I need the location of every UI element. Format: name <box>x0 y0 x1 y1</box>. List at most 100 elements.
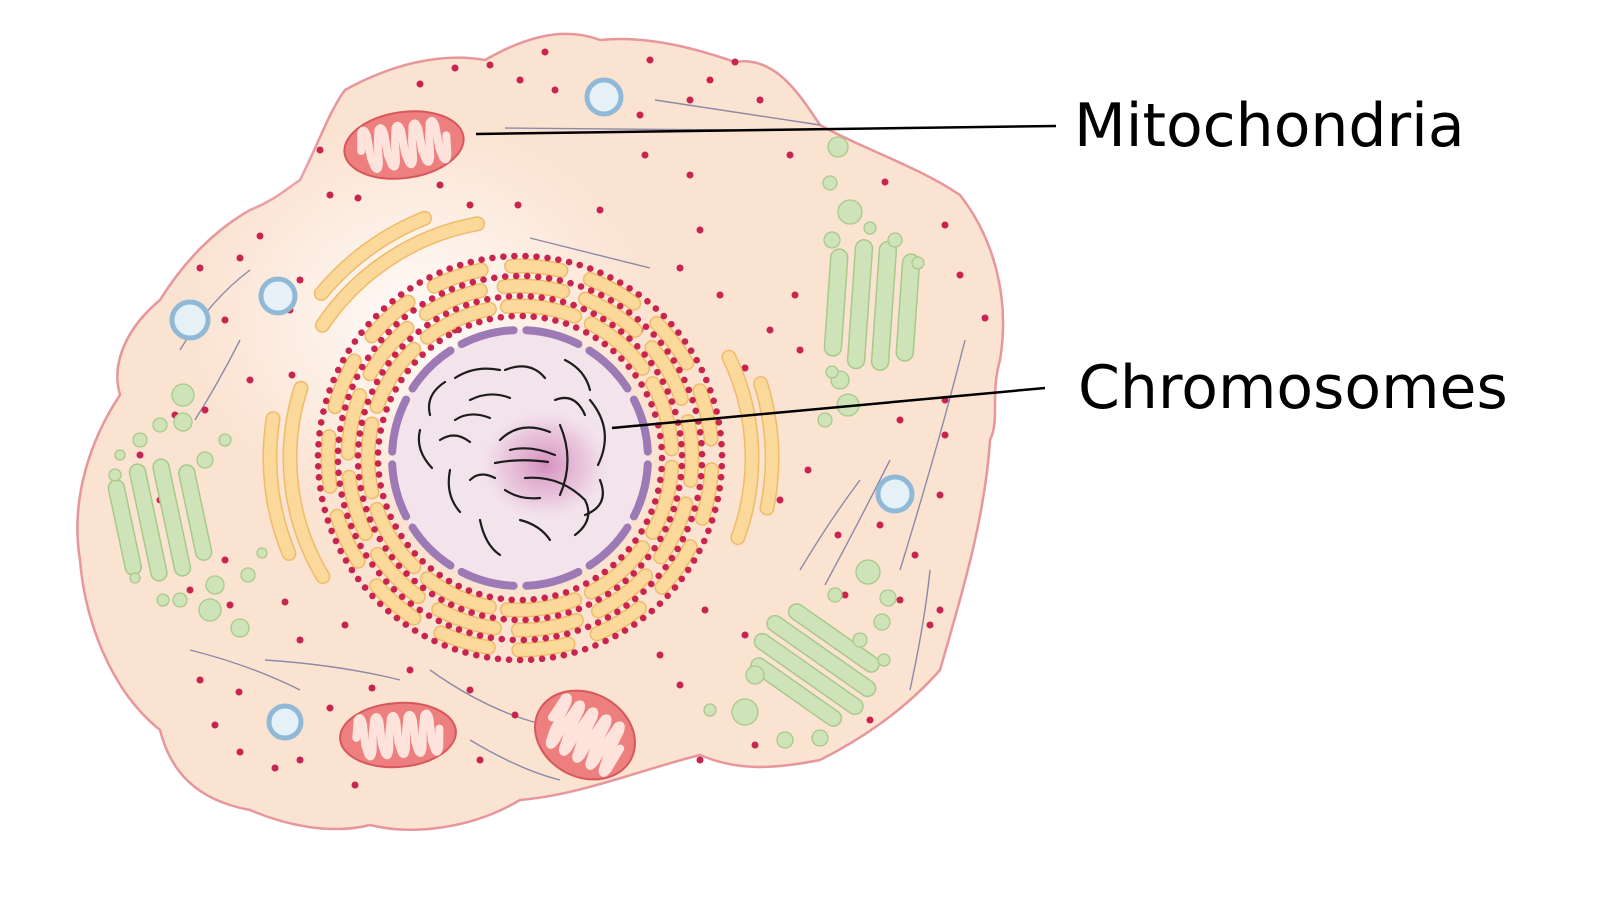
nuclear-envelope-segment <box>388 395 411 456</box>
er-ribosome <box>379 492 387 500</box>
er-ribosome <box>527 656 535 663</box>
er-ribosome <box>452 305 460 313</box>
er-ribosome <box>424 321 431 329</box>
golgi-cisterna <box>846 239 874 370</box>
golgi-vesicle <box>825 365 839 379</box>
er-ribosome <box>330 376 337 384</box>
er-ribosome <box>644 553 652 561</box>
er-ribosome <box>594 619 602 626</box>
er-ribosome <box>438 596 445 603</box>
er-ribosome <box>387 395 395 403</box>
nucleolus <box>475 405 615 525</box>
er-ribosome <box>570 301 577 309</box>
golgi-vesicle <box>205 575 225 595</box>
golgi-vesicle <box>114 449 126 461</box>
er-ribosome <box>393 614 401 622</box>
er-ribosome <box>419 558 426 565</box>
mitochondrion-cristae <box>357 117 452 173</box>
er-ribosome <box>643 518 651 525</box>
ribosome <box>368 684 376 692</box>
er-ribosome <box>398 593 406 600</box>
er-ribosome <box>362 552 370 559</box>
ribosome <box>196 676 204 684</box>
er-ribosome <box>571 649 578 656</box>
er-ribosome <box>402 621 410 628</box>
ribosome <box>296 756 304 764</box>
ribosome <box>326 191 334 199</box>
er-ribosome <box>565 258 573 266</box>
mitochondrion-cristae <box>352 709 444 761</box>
er-ribosome <box>643 391 651 398</box>
er-ribosome <box>410 307 417 314</box>
er-ribosome <box>531 636 539 643</box>
er-ribosome <box>696 483 703 491</box>
er-ribosome <box>668 554 676 562</box>
er-ribosome <box>678 440 685 448</box>
er-ribosome <box>328 527 335 535</box>
er-ribosome <box>717 429 724 437</box>
ribosome <box>731 58 739 66</box>
golgi-cisterna <box>753 632 864 716</box>
er-ribosome <box>484 296 491 303</box>
er-ribosome <box>635 291 642 298</box>
er-ribosome <box>436 337 444 345</box>
er-ribosome <box>369 592 376 600</box>
er-ribosome <box>700 537 708 545</box>
er-ribosome <box>419 584 427 592</box>
golgi-vesicle <box>887 232 903 248</box>
nuclear-envelope-segment <box>629 460 652 521</box>
golgi-cisterna <box>766 614 877 698</box>
er-ribosome <box>436 571 444 579</box>
ribosome <box>741 631 749 639</box>
golgi-vesicle <box>196 451 214 469</box>
er-ribosome <box>326 387 333 394</box>
er-ribosome <box>523 272 531 280</box>
ribosome <box>696 756 704 764</box>
golgi-vesicle <box>240 567 256 583</box>
er-ribosome <box>687 347 695 355</box>
golgi-vesicle <box>218 433 232 447</box>
er-ribosome <box>552 592 559 599</box>
golgi-cisterna <box>750 657 843 727</box>
er-ribosome <box>678 462 686 470</box>
ribosome <box>646 56 654 64</box>
er-ribosome <box>427 565 435 572</box>
er-ribosome <box>655 572 662 580</box>
golgi-vesicle <box>776 731 794 749</box>
er-ribosome <box>480 276 487 284</box>
er-ribosome <box>385 328 393 336</box>
ribosome <box>841 591 849 599</box>
er-ribosome <box>553 633 560 640</box>
ribosome <box>791 291 799 299</box>
er-ribosome <box>601 568 609 576</box>
er-ribosome <box>519 312 527 320</box>
er-ribosome <box>335 469 342 477</box>
golgi-vesicle <box>811 729 829 747</box>
er-ribosome <box>618 554 625 561</box>
golgi-cisterna <box>895 253 921 362</box>
er-ribosome <box>626 335 633 342</box>
nuclear-envelope-segment <box>522 326 583 349</box>
chromosomes-leader-line <box>611 386 1046 430</box>
ribosome <box>911 551 919 559</box>
er-ribosome <box>385 607 392 615</box>
er-ribosome <box>708 517 716 524</box>
er-ribosome <box>705 527 712 535</box>
er-cisterna <box>370 579 420 625</box>
er-ribosome <box>660 312 668 320</box>
er-ribosome <box>602 637 609 645</box>
ribosome <box>451 64 459 72</box>
er-ribosome <box>357 542 364 550</box>
er-ribosome <box>369 561 376 568</box>
er-ribosome <box>534 273 542 281</box>
er-ribosome <box>632 537 639 544</box>
er-cisterna <box>655 540 697 594</box>
er-ribosome <box>610 561 617 569</box>
er-ribosome <box>576 261 583 269</box>
ribosome <box>741 364 749 372</box>
er-ribosome <box>364 398 372 406</box>
er-ribosome <box>467 258 475 266</box>
er-cisterna <box>693 384 718 445</box>
ribosome <box>896 416 904 424</box>
er-ribosome <box>462 649 469 656</box>
